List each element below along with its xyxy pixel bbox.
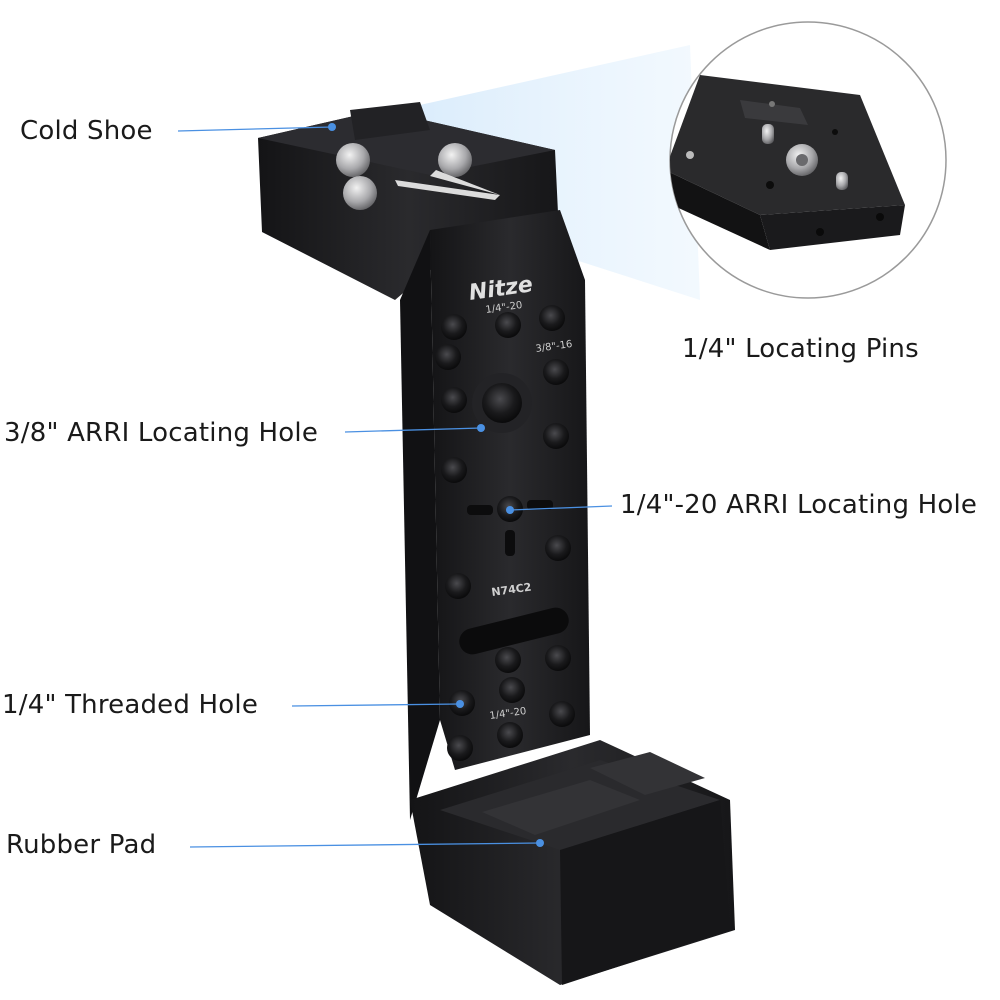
thread-mark-mid: 3/8"-16	[535, 339, 573, 355]
locating-pin-icon	[836, 172, 848, 190]
bracket-engraving: Nitze 1/4"-20 3/8"-16 N74C2 1/4"-20	[467, 272, 573, 722]
leader-dot-icon	[328, 123, 336, 131]
leader-dot-icon	[477, 424, 485, 432]
leader-dot-icon	[506, 506, 514, 514]
threaded-holes	[435, 305, 575, 761]
arri-38-hole-icon	[482, 383, 522, 423]
callout-arri-14: 1/4"-20 ARRI Locating Hole	[620, 490, 978, 520]
cold-shoe-screw-icon	[343, 176, 377, 210]
callout-arri-38: 3/8" ARRI Locating Hole	[4, 418, 319, 448]
thread-mark-bottom: 1/4"-20	[489, 706, 527, 722]
leader-dots	[328, 123, 544, 847]
cold-shoe-closeup	[670, 75, 905, 250]
callout-threaded-hole: 1/4" Threaded Hole	[2, 690, 259, 720]
rubber-pad-texture	[482, 752, 705, 835]
callout-locating-pins: 1/4" Locating Pins	[682, 334, 919, 364]
leader-line-rubber-pad	[189, 842, 541, 848]
leader-dot-icon	[536, 839, 544, 847]
callout-rubber-pad: Rubber Pad	[6, 830, 157, 860]
leader-line-arri-14	[509, 505, 613, 511]
model-mark: N74C2	[491, 580, 533, 598]
cold-shoe-screw-icon	[336, 143, 370, 177]
callout-cold-shoe: Cold Shoe	[20, 116, 153, 146]
leader-line-arri-38	[344, 427, 482, 433]
leader-dot-icon	[456, 700, 464, 708]
leader-line-threaded-hole	[291, 703, 461, 707]
magnifier-lens	[669, 21, 947, 299]
locating-pin-icon	[762, 124, 774, 144]
cold-shoe-screw-icon	[438, 143, 472, 177]
leader-lines	[177, 126, 613, 848]
thread-mark-top: 1/4"-20	[485, 300, 523, 316]
leader-line-cold-shoe	[177, 126, 333, 132]
